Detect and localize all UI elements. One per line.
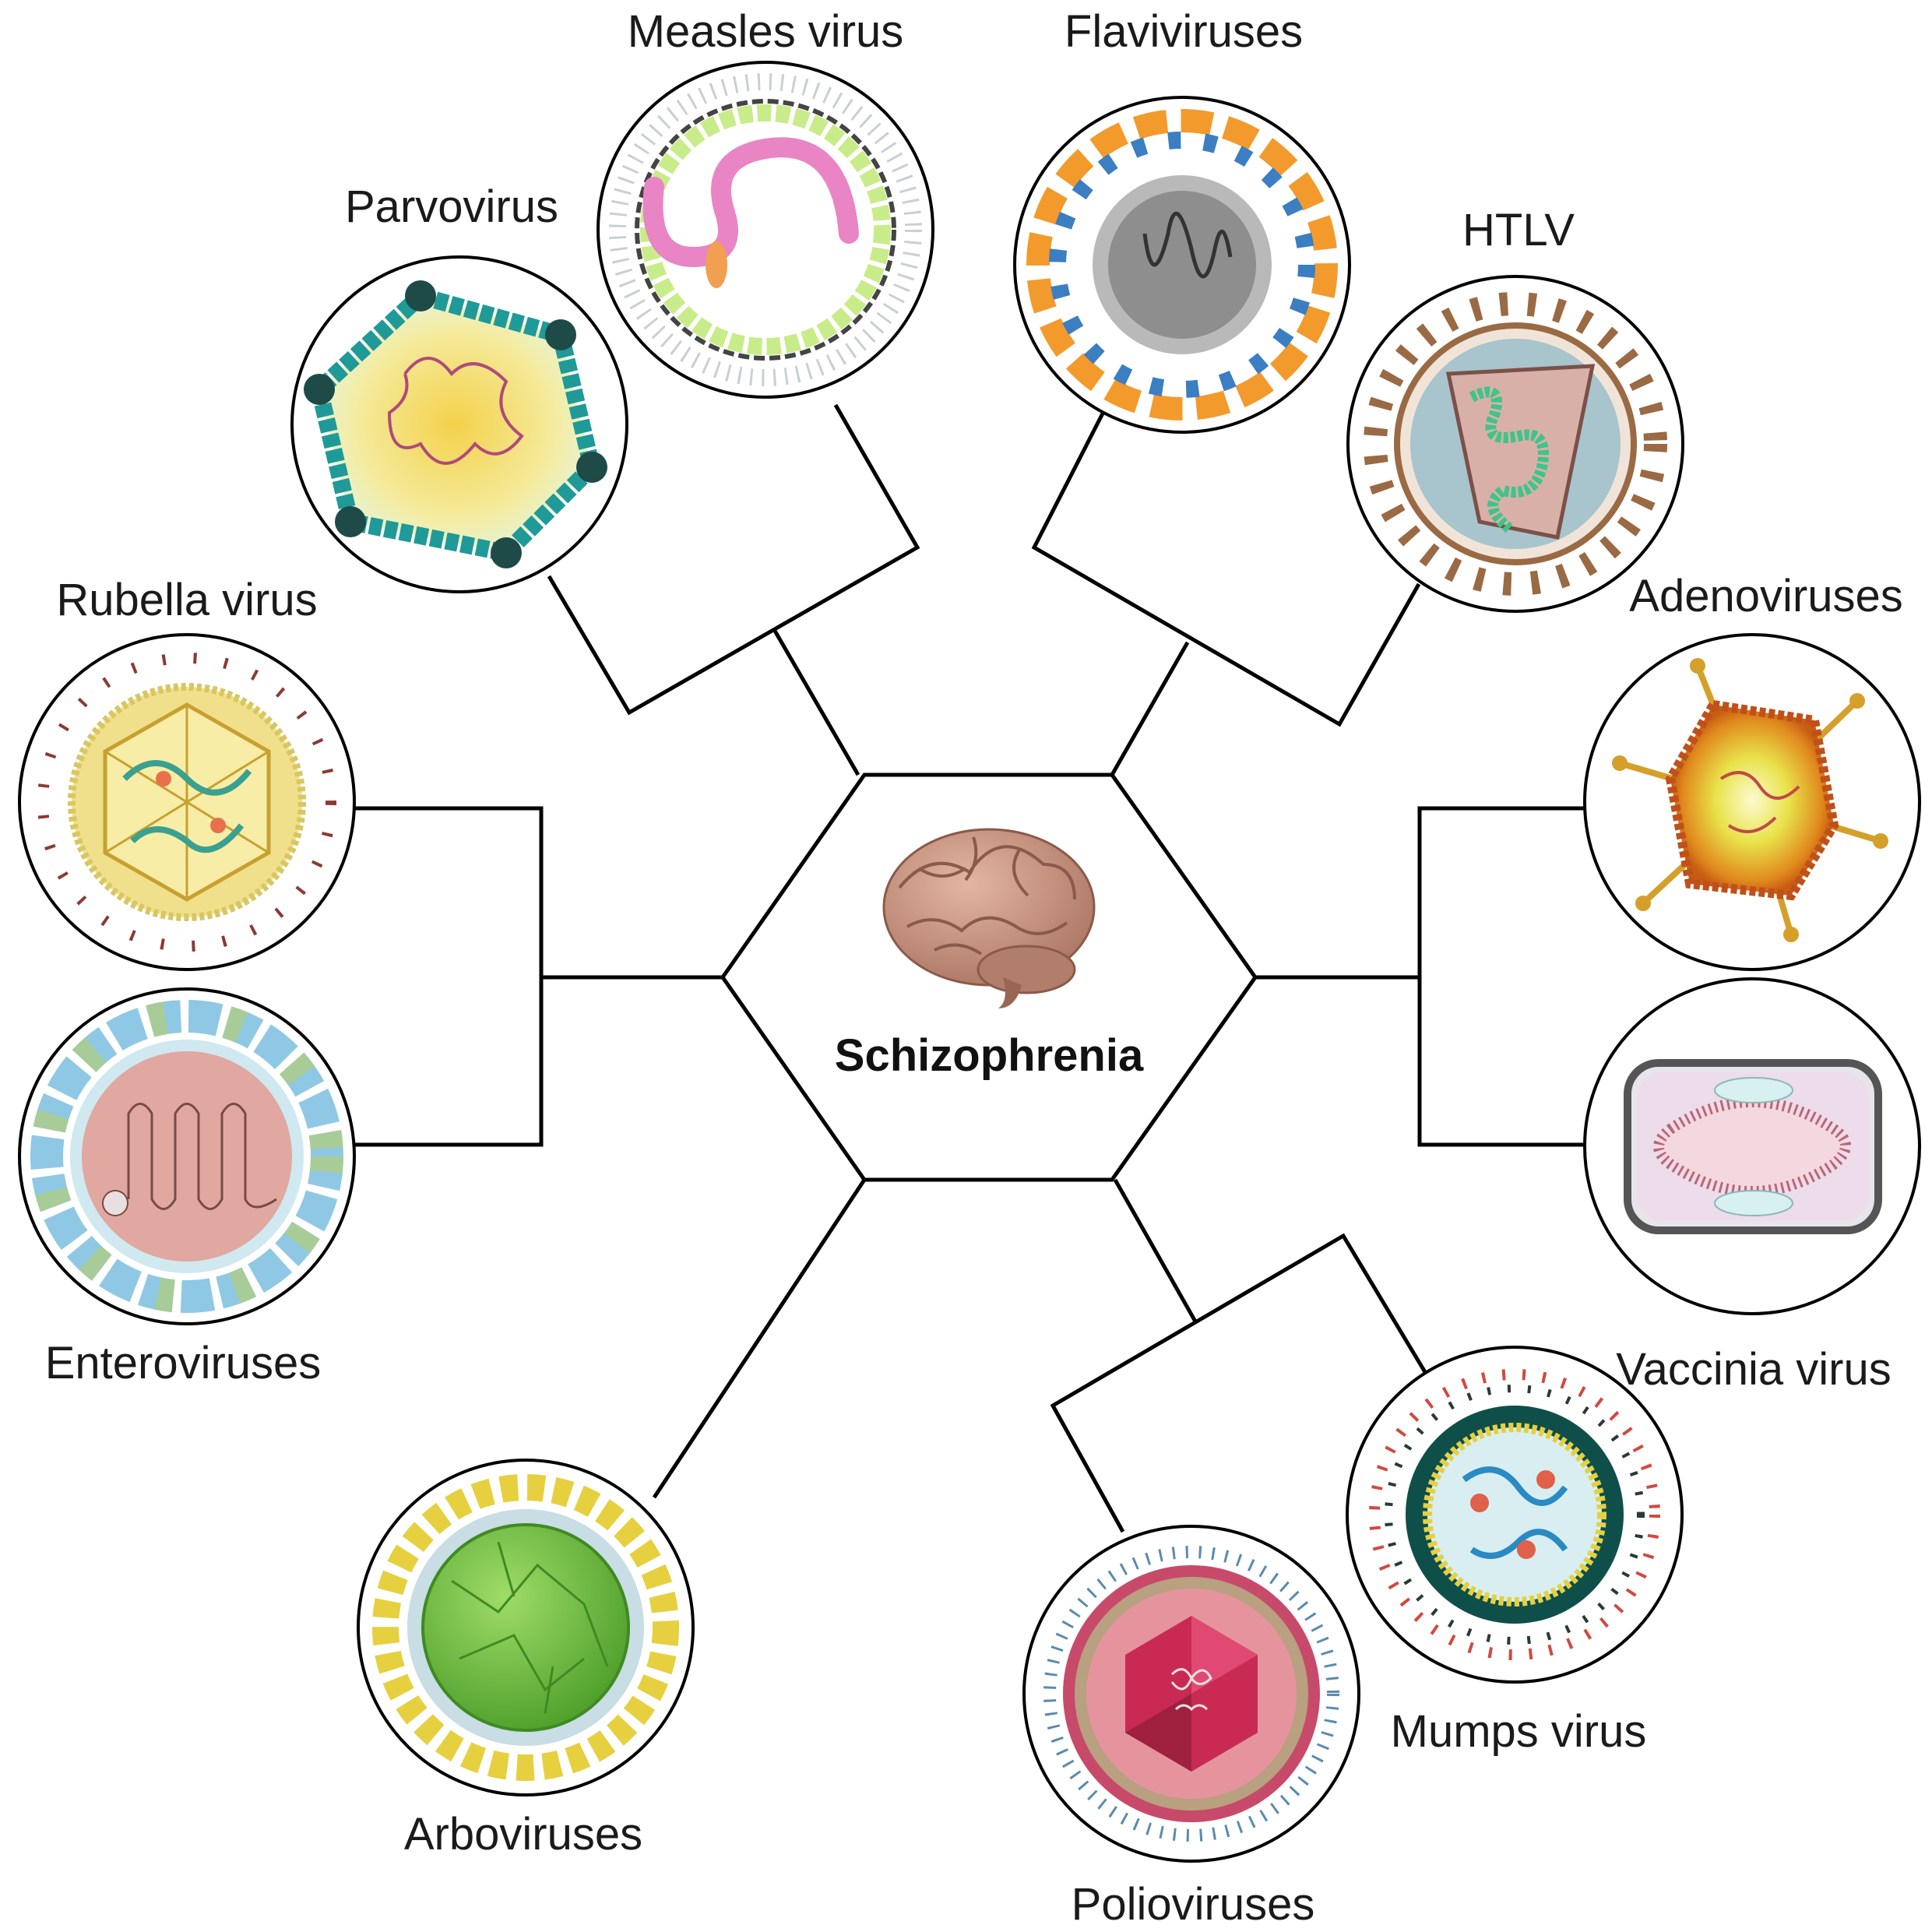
enterovirus-label: Enteroviruses — [45, 1338, 322, 1388]
htlv-label: HTLV — [1462, 205, 1575, 255]
connector-lines — [354, 403, 1585, 1533]
measles-virus-icon — [609, 73, 922, 386]
connector-adeno-vaccinia — [1417, 806, 1585, 1147]
rubella-virus-icon — [37, 653, 336, 952]
measles-virus-node: Measles virus — [596, 6, 934, 399]
rubella-virus-node: Rubella virus — [18, 575, 356, 971]
parvovirus-label: Parvovirus — [345, 181, 558, 232]
vaccinia-virus-icon — [1624, 1059, 1882, 1234]
connector-flavi-branch — [1110, 641, 1190, 776]
arbovirus-label: Arboviruses — [404, 1809, 642, 1860]
connector-polio-mumps — [1050, 1233, 1427, 1533]
rubella-virus-label: Rubella virus — [56, 575, 317, 625]
arbovirus-icon — [372, 1474, 679, 1781]
brain-icon — [882, 828, 1096, 1008]
center-title: Schizophrenia — [835, 1030, 1144, 1081]
adenovirus-label: Adenoviruses — [1629, 571, 1902, 621]
htlv-node: HTLV — [1346, 205, 1684, 613]
connector-parvo-branch — [772, 629, 860, 776]
adenovirus-icon — [1612, 658, 1888, 942]
adenovirus-node: Adenoviruses — [1583, 571, 1921, 971]
enterovirus-node: Enteroviruses — [18, 987, 356, 1388]
enterovirus-icon — [30, 1000, 343, 1313]
connector-polio-branch — [1113, 1178, 1198, 1323]
flavivirus-label: Flaviviruses — [1065, 6, 1303, 57]
connector-arbo — [652, 1178, 867, 1499]
connector-parvo-measles — [547, 403, 920, 716]
parvovirus-node: Parvovirus — [290, 181, 628, 593]
htlv-icon — [1364, 292, 1667, 596]
flavivirus-icon — [1026, 109, 1338, 421]
vaccinia-virus-label: Vaccinia virus — [1616, 1344, 1892, 1395]
measles-virus-label: Measles virus — [628, 6, 904, 57]
schizophrenia-node: Schizophrenia — [720, 772, 1258, 1182]
mumps-virus-icon — [1369, 1369, 1660, 1660]
arbovirus-node: Arboviruses — [357, 1459, 695, 1860]
parvovirus-icon — [304, 280, 607, 568]
mumps-virus-node: Mumps virus — [1346, 1346, 1684, 1757]
connector-flavi-htlv — [1031, 409, 1421, 727]
flavivirus-node: Flaviviruses — [1013, 6, 1351, 434]
mumps-virus-label: Mumps virus — [1391, 1706, 1647, 1757]
connector-rubella-entero — [354, 806, 544, 1147]
poliovirus-label: Polioviruses — [1072, 1879, 1315, 1930]
vaccinia-virus-node: Vaccinia virus — [1583, 977, 1921, 1395]
poliovirus-icon — [1043, 1546, 1339, 1842]
poliovirus-node: Polioviruses — [1022, 1525, 1360, 1930]
